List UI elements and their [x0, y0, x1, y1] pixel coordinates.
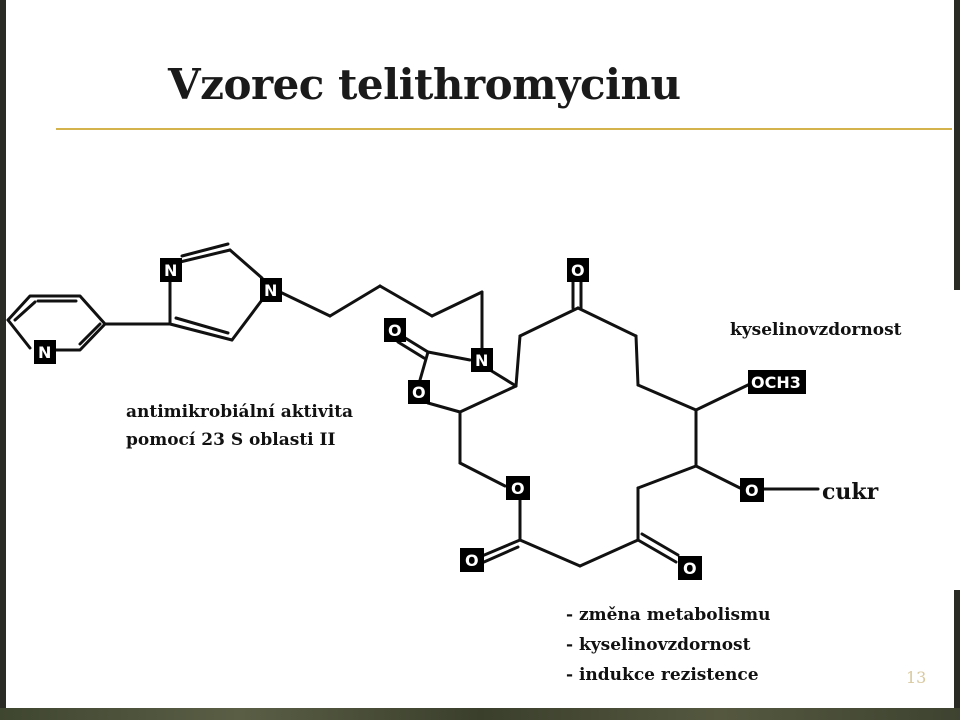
svg-text:O: O	[683, 559, 697, 578]
svg-text:N: N	[264, 281, 277, 300]
atom-o-ketone-top: O	[567, 258, 589, 282]
effects-list-item: - kyselinovzdornost	[566, 635, 751, 655]
slide-frame-right-lower	[954, 590, 960, 710]
atom-o-ester-ring: O	[506, 476, 530, 500]
atom-och3: OCH3	[748, 370, 806, 394]
atom-n-imidazole-right: N	[260, 278, 282, 302]
slide-frame-right	[954, 0, 960, 290]
svg-text:N: N	[475, 351, 488, 370]
bond-lines	[6, 242, 820, 568]
antimicrobial-activity-line1: antimikrobiální aktivita	[126, 402, 354, 422]
slide-title: Vzorec telithromycinu	[168, 60, 681, 109]
title-divider	[56, 128, 952, 130]
slide-frame-left	[0, 0, 6, 710]
atom-o-carbamate-ring: O	[408, 380, 430, 404]
svg-text:N: N	[164, 261, 177, 280]
effects-list: - změna metabolismu - kyselinovzdornost …	[566, 600, 770, 690]
effects-list-item: - změna metabolismu	[566, 605, 771, 625]
sugar-label: cukr	[822, 479, 879, 505]
atom-n-carbamate: N	[471, 348, 493, 372]
antimicrobial-activity-line2: pomocí 23 S oblasti II	[126, 430, 336, 450]
svg-text:O: O	[388, 321, 402, 340]
svg-text:O: O	[511, 479, 525, 498]
slide-number: 13	[906, 668, 927, 687]
atom-o-sugar: O	[740, 478, 764, 502]
svg-text:O: O	[412, 383, 426, 402]
atom-n-imidazole-top: N	[160, 258, 182, 282]
svg-text:O: O	[571, 261, 585, 280]
svg-text:O: O	[745, 481, 759, 500]
atom-o-ketone-bottom: O	[678, 556, 702, 580]
slide-frame-bottom	[0, 708, 960, 720]
svg-text:OCH3: OCH3	[751, 373, 801, 392]
effects-list-item: - indukce rezistence	[566, 665, 759, 685]
antimicrobial-activity-note: antimikrobiální aktivita pomocí 23 S obl…	[126, 398, 353, 454]
atom-n-pyridine: N	[34, 340, 56, 364]
svg-text:N: N	[38, 343, 51, 362]
svg-text:O: O	[465, 551, 479, 570]
atom-o-carbamate-carbonyl: O	[384, 318, 406, 342]
acid-stability-note: kyselinovzdornost	[730, 320, 902, 340]
atom-o-ester-carbonyl: O	[460, 548, 484, 572]
